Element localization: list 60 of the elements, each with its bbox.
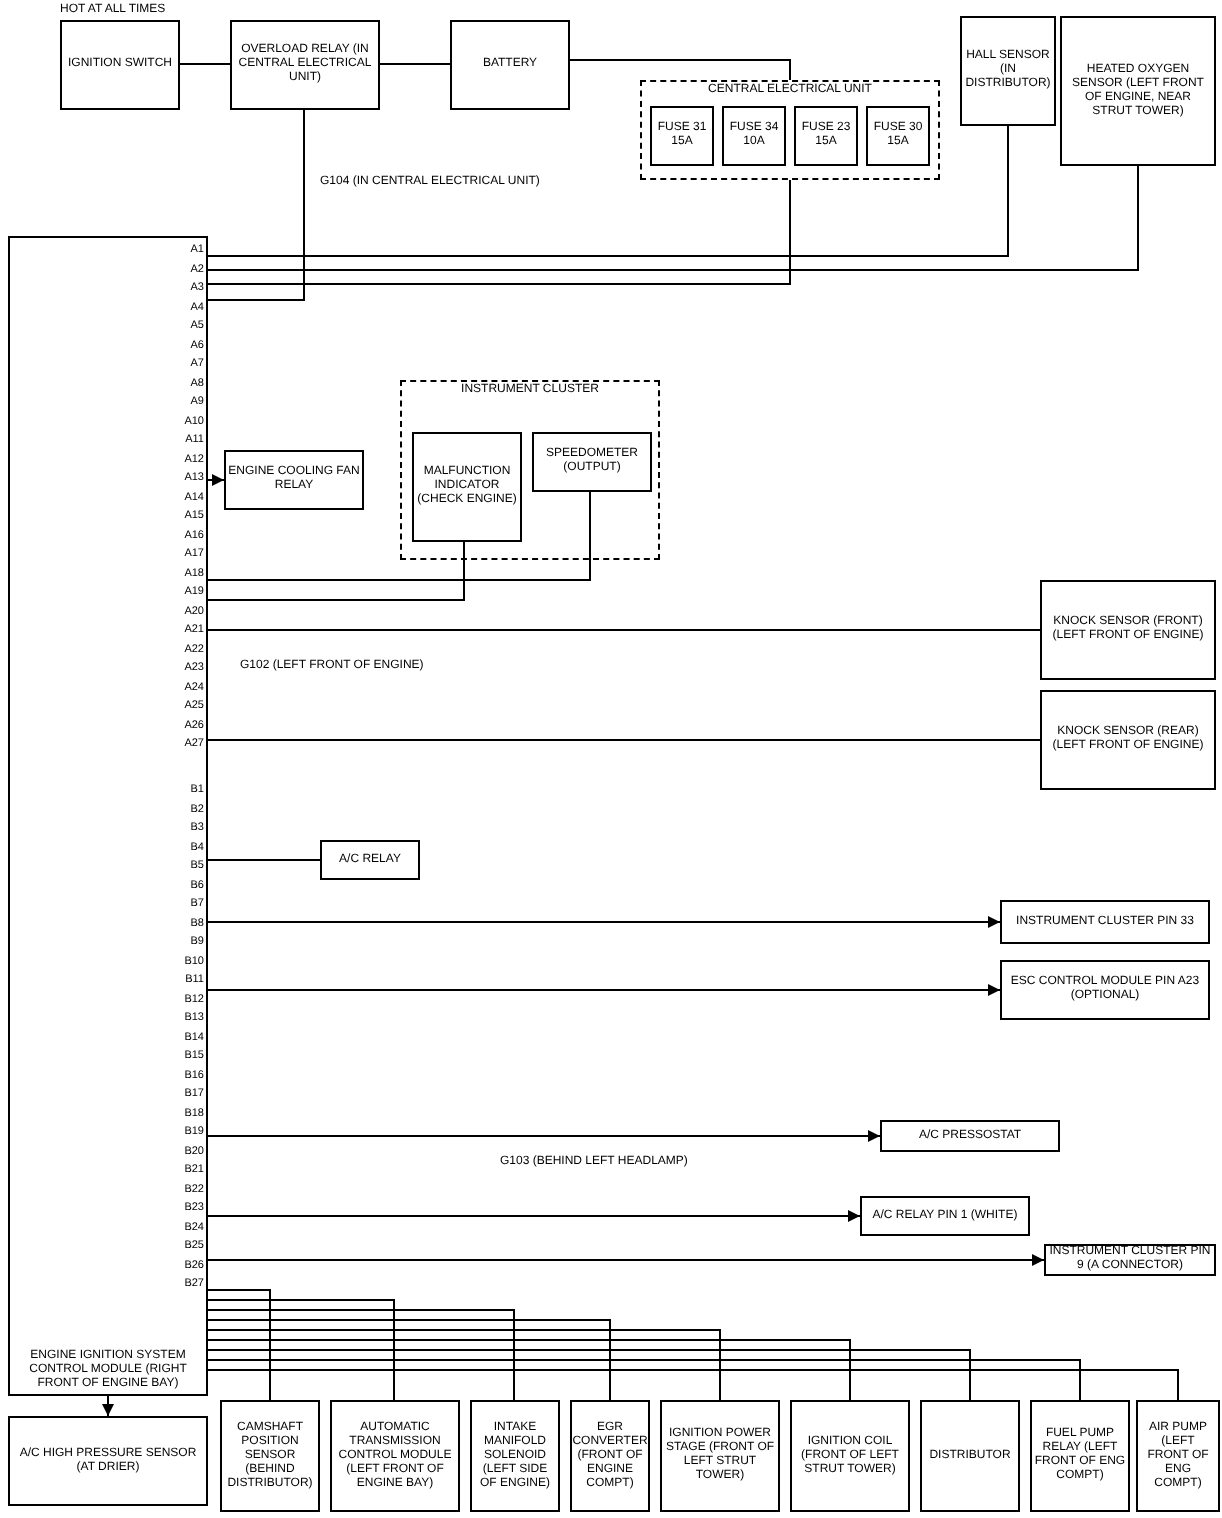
wire xyxy=(207,916,1001,928)
component-box xyxy=(532,432,652,492)
component-box xyxy=(790,1400,910,1512)
wire xyxy=(207,859,321,861)
wire xyxy=(207,491,591,581)
wire xyxy=(207,1210,861,1222)
component-box xyxy=(450,20,570,110)
component-box xyxy=(1000,900,1210,944)
component-box xyxy=(8,236,208,1396)
component-outline xyxy=(400,380,660,560)
component-box xyxy=(1030,1400,1130,1512)
wire xyxy=(207,165,1139,271)
wire xyxy=(569,59,791,81)
wire xyxy=(379,63,451,65)
component-box xyxy=(660,1400,780,1512)
component-box xyxy=(412,432,522,542)
wire xyxy=(207,1289,271,1401)
wire xyxy=(102,1395,114,1417)
wire xyxy=(207,1329,721,1401)
component-box xyxy=(1060,16,1216,166)
wire xyxy=(207,179,791,285)
wire xyxy=(207,1309,515,1401)
wire xyxy=(207,1130,881,1142)
component-box xyxy=(880,1120,1060,1152)
wire xyxy=(207,125,1009,257)
component-box xyxy=(960,16,1056,126)
wire xyxy=(207,474,225,486)
wire xyxy=(207,739,1041,741)
component-box xyxy=(650,106,714,166)
component-box xyxy=(330,1400,460,1512)
component-box xyxy=(1000,960,1210,1020)
component-box xyxy=(866,106,930,166)
component-box xyxy=(224,450,364,510)
component-box xyxy=(1040,690,1216,790)
component-box xyxy=(920,1400,1020,1512)
component-box xyxy=(230,20,380,110)
component-box xyxy=(1136,1400,1220,1512)
wire xyxy=(207,541,465,601)
component-box xyxy=(470,1400,560,1512)
component-box xyxy=(570,1400,650,1512)
wire xyxy=(207,1254,1045,1266)
component-box xyxy=(220,1400,320,1512)
component-box xyxy=(8,1416,208,1506)
wire xyxy=(207,1319,611,1401)
wire xyxy=(207,1349,971,1401)
wire xyxy=(207,629,1041,631)
wire xyxy=(179,63,231,65)
wire xyxy=(207,109,305,301)
component-box xyxy=(860,1196,1030,1236)
wire xyxy=(207,1299,395,1401)
component-box xyxy=(60,20,180,110)
component-box xyxy=(1040,580,1216,680)
wire xyxy=(207,1369,1179,1401)
component-box xyxy=(794,106,858,166)
wire xyxy=(207,984,1001,996)
component-box xyxy=(722,106,786,166)
wire xyxy=(207,1339,851,1401)
component-box xyxy=(320,840,420,880)
component-outline xyxy=(640,80,940,180)
wire xyxy=(207,1359,1081,1401)
